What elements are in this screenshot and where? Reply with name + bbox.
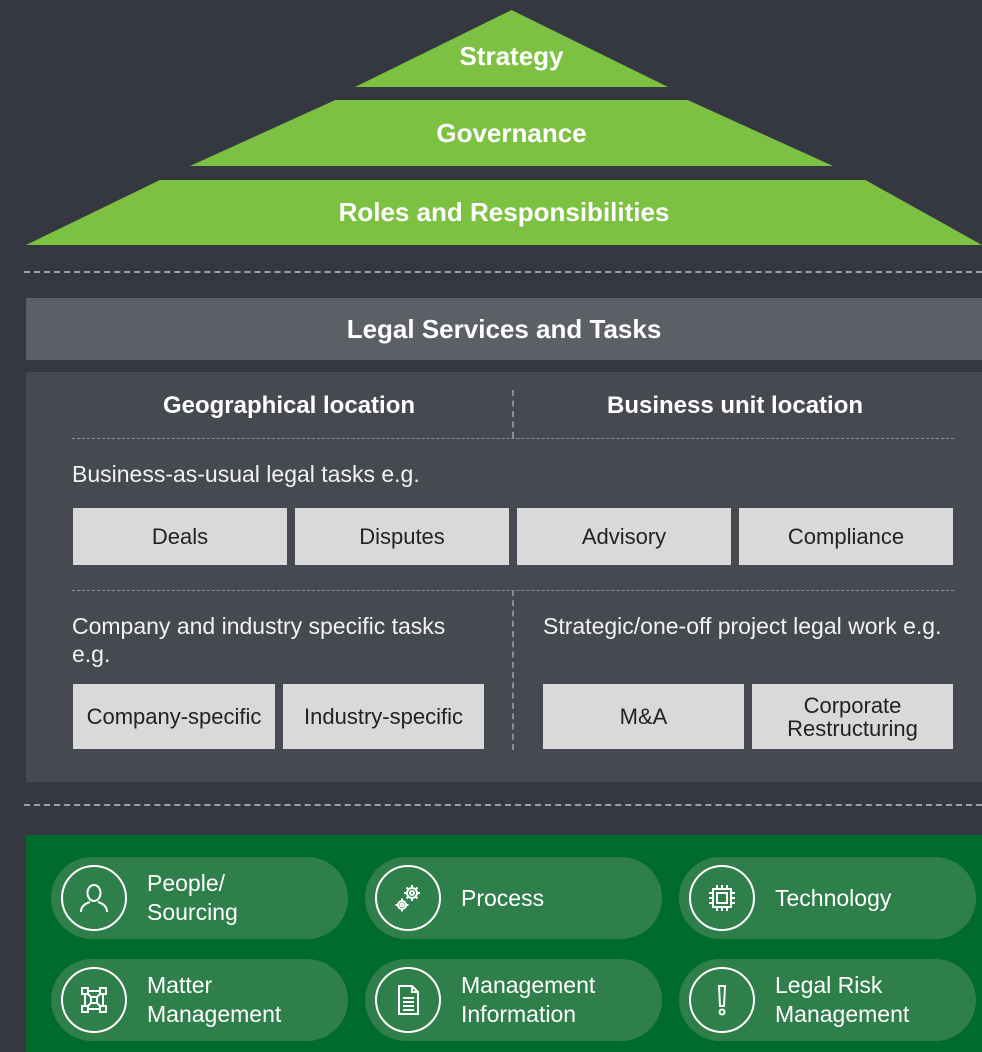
tile-disputes: Disputes xyxy=(295,508,509,565)
tile-deals: Deals xyxy=(73,508,287,565)
tile-company-specific: Company-specific xyxy=(73,684,275,749)
enabler-process-label: Process xyxy=(461,884,545,911)
col-divider xyxy=(512,390,514,438)
network-icon xyxy=(61,967,127,1033)
pyramid-governance: Governance xyxy=(190,100,833,166)
person-icon xyxy=(61,865,127,931)
divider-header xyxy=(72,438,954,439)
col-divider-lower xyxy=(512,590,514,750)
tile-corporate-restructuring: Corporate Restructuring xyxy=(752,684,953,749)
tile-ma: M&A xyxy=(543,684,744,749)
tile-industry-specific: Industry-specific xyxy=(283,684,484,749)
exclamation-icon xyxy=(689,967,755,1033)
pyramid-roles: Roles and Responsibilities xyxy=(26,180,982,245)
services-title: Legal Services and Tasks xyxy=(26,298,982,360)
tile-compliance: Compliance xyxy=(739,508,953,565)
pyramid-strategy: Strategy xyxy=(355,10,668,87)
chip-icon xyxy=(689,865,755,931)
enabler-matter: Matter Management xyxy=(51,959,348,1041)
enabler-people-label: People/ Sourcing xyxy=(147,870,238,925)
enabler-mi: Management Information xyxy=(365,959,662,1041)
enabler-people: People/ Sourcing xyxy=(51,857,348,939)
enabler-matter-label: Matter Management xyxy=(147,972,282,1027)
col-geographical: Geographical location xyxy=(162,392,416,419)
strategic-label: Strategic/one-off project legal work e.g… xyxy=(543,613,942,639)
enabler-technology-label: Technology xyxy=(775,884,892,911)
bau-label: Business-as-usual legal tasks e.g. xyxy=(72,461,420,487)
enabler-risk-label: Legal Risk Management xyxy=(775,972,910,1027)
col-business-unit: Business unit location xyxy=(606,392,864,419)
document-icon xyxy=(375,967,441,1033)
enabler-technology: Technology xyxy=(679,857,976,939)
divider-top xyxy=(24,271,982,273)
divider-bottom xyxy=(24,804,982,806)
enabler-process: Process xyxy=(365,857,662,939)
gears-icon xyxy=(375,865,441,931)
enabler-mi-label: Management Information xyxy=(461,972,596,1027)
enabler-risk: Legal Risk Management xyxy=(679,959,976,1041)
company-label: Company and industry specific tasks e.g. xyxy=(72,613,446,667)
tile-advisory: Advisory xyxy=(517,508,731,565)
